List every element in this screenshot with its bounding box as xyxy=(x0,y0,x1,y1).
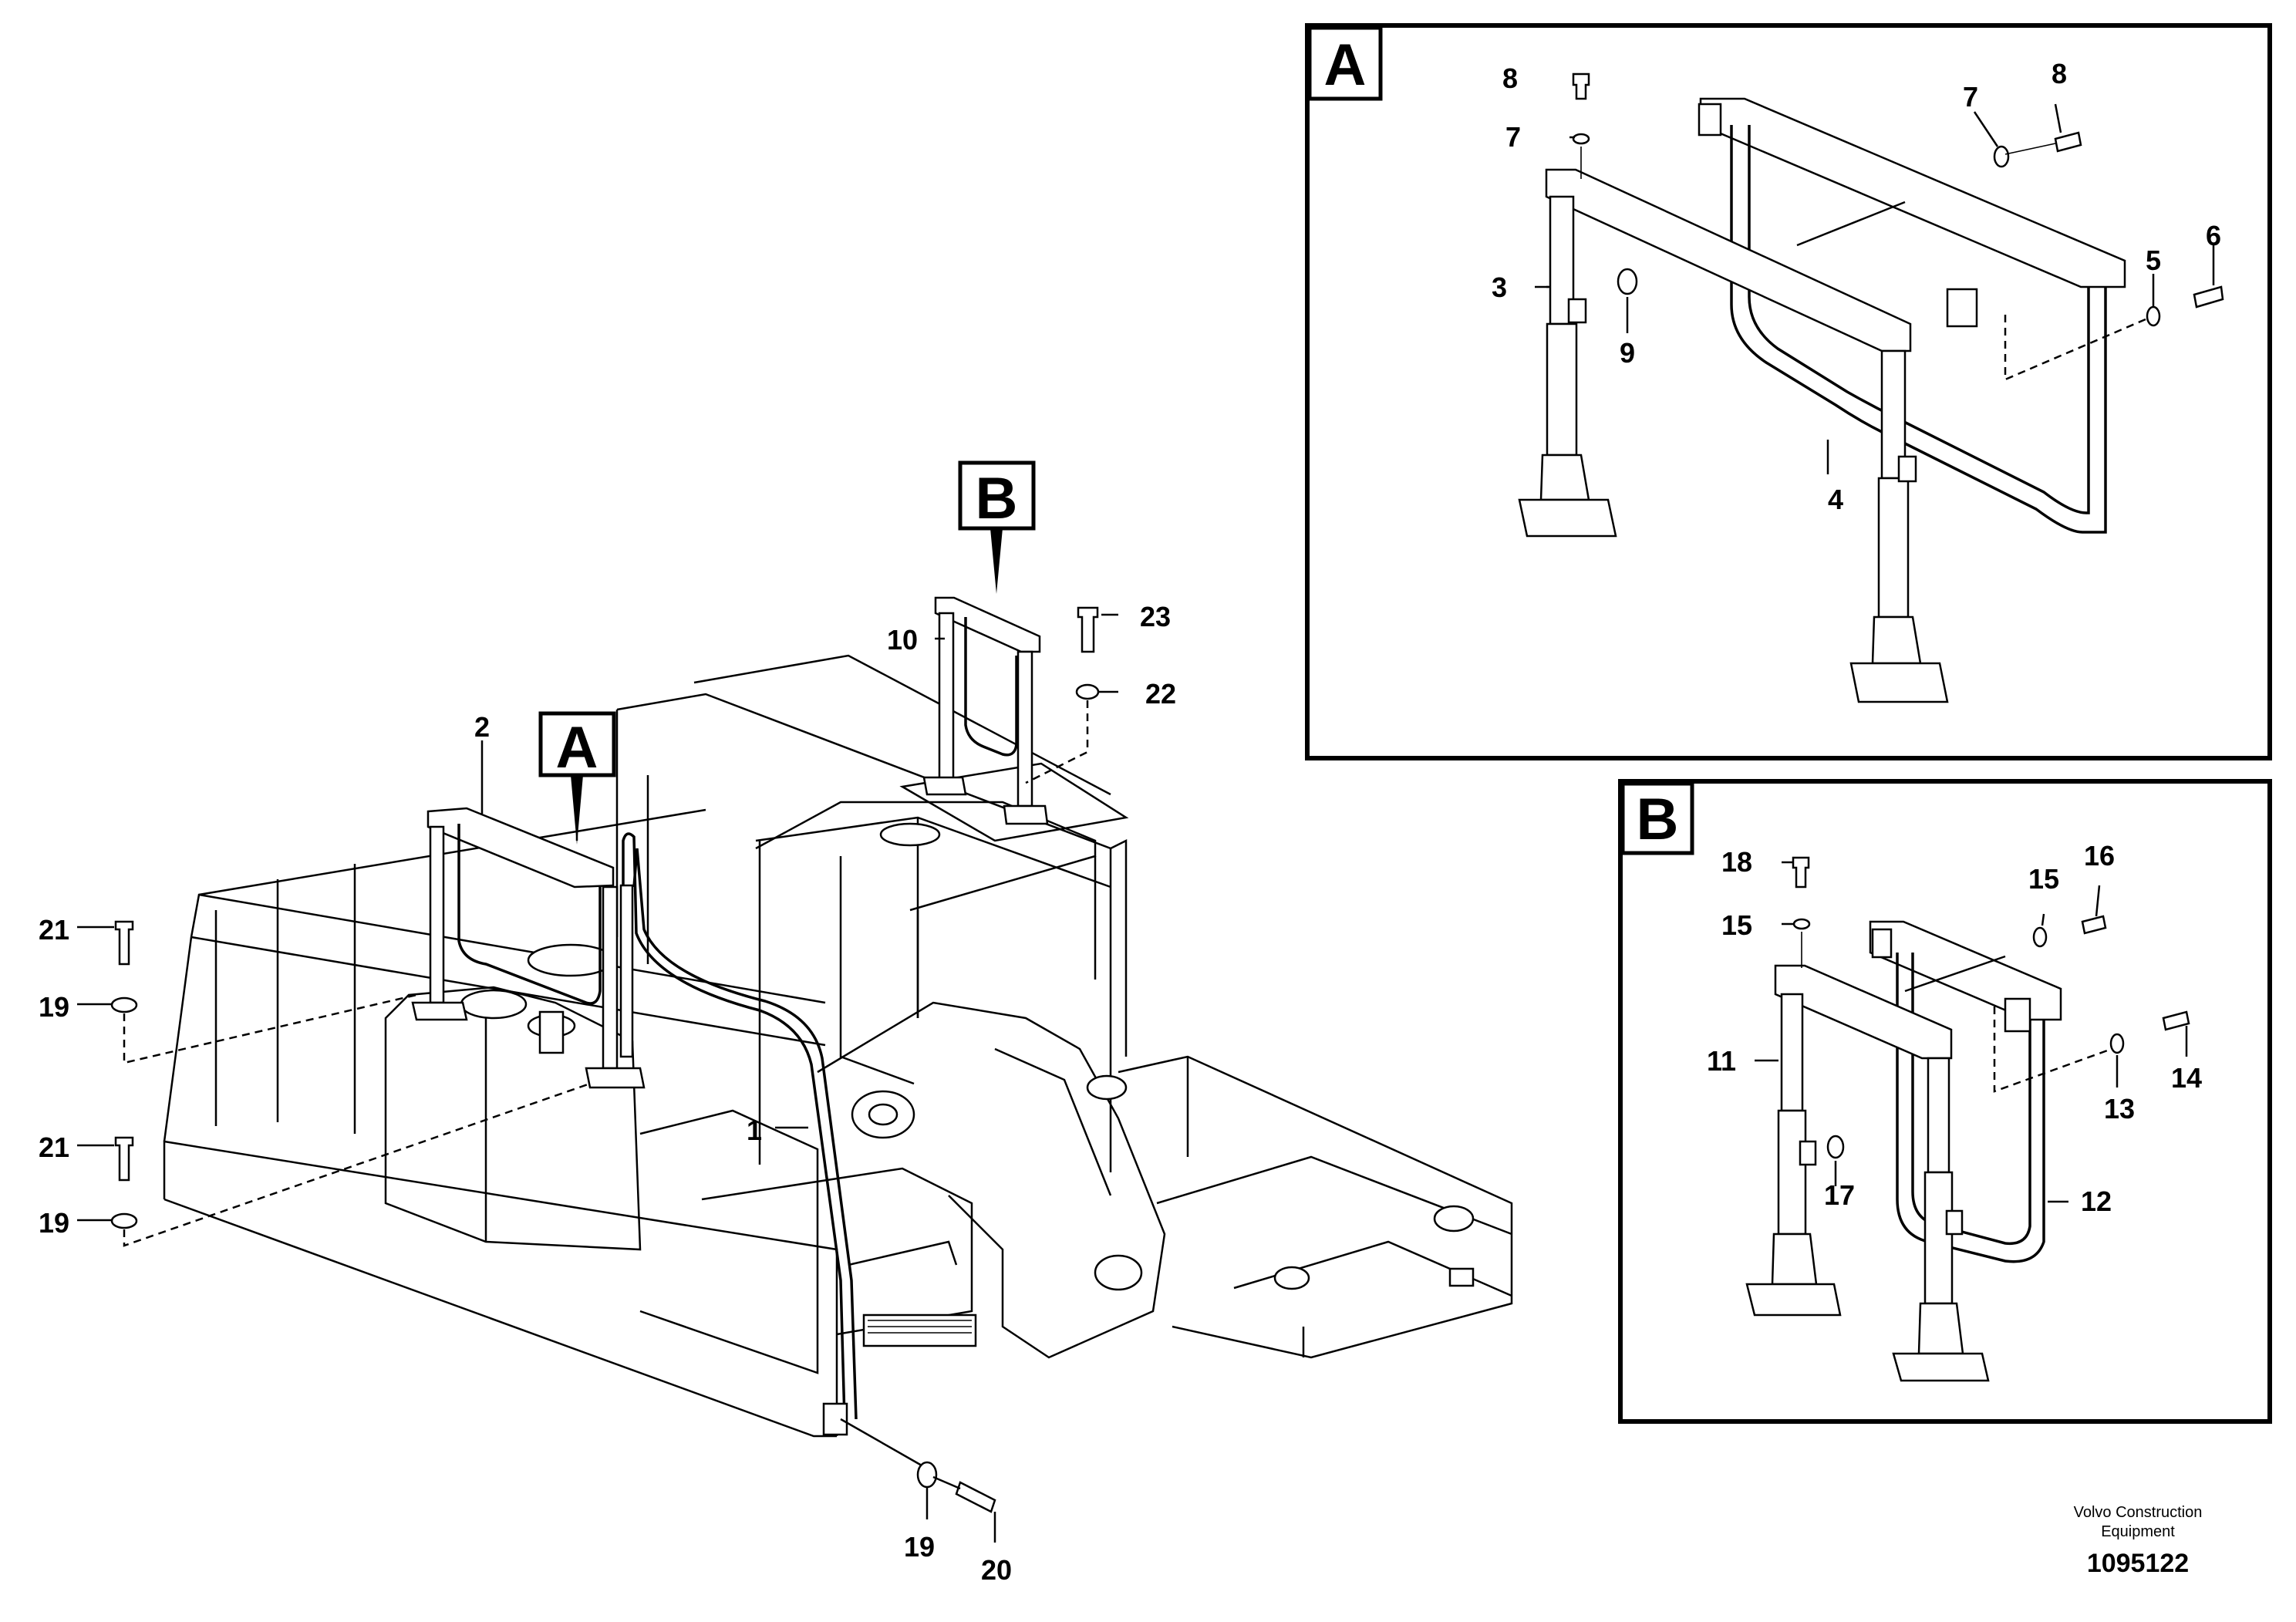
handrail-b-drawing xyxy=(1745,920,2062,1382)
label-2: 2 xyxy=(474,711,490,743)
callout-b: B xyxy=(958,460,1036,594)
label-20: 20 xyxy=(981,1554,1012,1586)
label-19-bottom: 19 xyxy=(904,1531,935,1563)
label-17: 17 xyxy=(1824,1179,1855,1211)
leaders-b xyxy=(1755,861,2188,1203)
fasteners-a xyxy=(1572,73,2224,381)
footer: Volvo Construction Equipment 1095122 xyxy=(2074,1504,2203,1578)
label-16: 16 xyxy=(2084,840,2115,872)
label-4: 4 xyxy=(1828,484,1843,515)
label-19-lower: 19 xyxy=(39,1207,69,1239)
bolt-8-top xyxy=(1572,73,1590,100)
label-8-right: 8 xyxy=(2052,58,2067,89)
washer-22 xyxy=(1075,683,1100,700)
washer-19-bottom xyxy=(916,1461,938,1489)
detail-a-panel: A xyxy=(1305,23,2272,760)
callout-a: A xyxy=(538,711,616,845)
callout-a-box xyxy=(538,711,616,777)
label-22: 22 xyxy=(1145,678,1176,710)
bolt-16 xyxy=(2081,915,2107,935)
fasteners-b xyxy=(1792,856,2190,1159)
washer-13 xyxy=(2109,1033,2125,1054)
label-1: 1 xyxy=(747,1114,762,1146)
label-21-lower: 21 xyxy=(39,1131,69,1163)
label-11: 11 xyxy=(1707,1045,1736,1077)
washer-15-top xyxy=(1792,918,1811,930)
detail-a-badge-box xyxy=(1307,25,1383,101)
washer-19-upper xyxy=(110,996,138,1013)
handrail-1 xyxy=(622,832,858,1436)
document-number: 1095122 xyxy=(2087,1549,2189,1578)
label-8-top: 8 xyxy=(1502,62,1518,94)
brand-line-1: Volvo Construction xyxy=(2074,1504,2203,1521)
washer-7-top xyxy=(1572,133,1590,145)
bolt-18 xyxy=(1792,856,1810,889)
label-23: 23 xyxy=(1140,601,1171,632)
bolt-21-lower xyxy=(114,1136,134,1182)
label-3: 3 xyxy=(1492,271,1507,303)
callout-b-label: B xyxy=(976,466,1018,531)
callout-b-box xyxy=(958,460,1036,531)
detail-b-badge: B xyxy=(1637,787,1679,852)
label-15-top: 15 xyxy=(1721,909,1752,941)
washer-7-right xyxy=(1993,145,2010,168)
brand-line-2: Equipment xyxy=(2101,1523,2175,1540)
label-7-top: 7 xyxy=(1505,121,1521,153)
label-7-right: 7 xyxy=(1963,81,1978,113)
detail-b-badge-box xyxy=(1620,781,1694,855)
label-10: 10 xyxy=(887,624,918,656)
bolt-21-upper xyxy=(114,920,134,966)
bolt-20 xyxy=(955,1481,996,1513)
washer-17 xyxy=(1826,1135,1845,1159)
washer-5 xyxy=(2146,305,2161,327)
bolt-14 xyxy=(2162,1010,2190,1031)
label-6: 6 xyxy=(2206,220,2221,251)
detail-b-panel: B xyxy=(1618,779,2272,1424)
handrail-a-drawing xyxy=(1518,97,2126,703)
handrail-10 xyxy=(922,596,1049,825)
detail-a-frame xyxy=(1305,23,2272,760)
label-5: 5 xyxy=(2146,244,2161,276)
label-18: 18 xyxy=(1721,846,1752,878)
bolt-8-right xyxy=(2054,131,2082,153)
fasteners-main xyxy=(110,606,1100,1513)
handrail-2 xyxy=(411,807,646,1089)
label-13: 13 xyxy=(2104,1093,2135,1125)
bolt-6 xyxy=(2193,285,2224,309)
leaders-main xyxy=(77,613,1118,1543)
washer-19-lower xyxy=(110,1212,138,1229)
upper-frame xyxy=(163,654,1513,1438)
washer-9 xyxy=(1617,268,1638,295)
label-14: 14 xyxy=(2171,1062,2202,1094)
label-19-upper: 19 xyxy=(39,991,69,1023)
label-9: 9 xyxy=(1620,337,1635,369)
detail-b-frame xyxy=(1618,779,2272,1424)
label-21-upper: 21 xyxy=(39,914,69,946)
label-15-right: 15 xyxy=(2028,863,2059,895)
washer-15-right xyxy=(2032,926,2048,948)
leaders-a xyxy=(1535,103,2215,474)
detail-a-badge: A xyxy=(1324,32,1367,98)
main-assembly: A B 10 2 23 22 21 19 21 19 1 19 20 xyxy=(39,460,1513,1586)
callout-a-label: A xyxy=(556,715,598,781)
bolt-23 xyxy=(1077,606,1099,653)
label-12: 12 xyxy=(2081,1185,2112,1217)
